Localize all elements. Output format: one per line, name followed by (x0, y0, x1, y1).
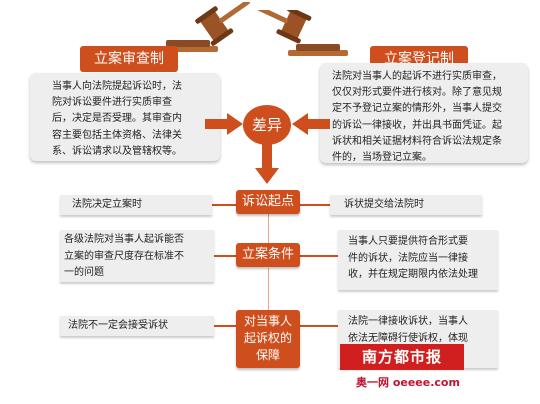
left-panel-line: 当事人向法院提起诉讼时，法 (52, 81, 182, 92)
difference-label: 差异 (251, 116, 282, 134)
row1-right-text: 诉状提交给法院时 (344, 199, 424, 210)
left-header: 立案审查制 (80, 46, 178, 72)
center-connector (268, 268, 269, 310)
left-panel-line: 后，决定是否受理。其审查内 (52, 113, 182, 125)
site-watermark: 奥一网 oeeee.com (356, 376, 460, 389)
right-panel-line: 定不予登记立案的情形外，当事人提交 (332, 103, 502, 115)
row3-label-line: 保障 (255, 348, 280, 362)
right-panel-line: 法院对当事人的起诉不进行实质审查， (332, 71, 502, 82)
arrow-left-icon (292, 113, 330, 135)
row2-left: 各级法院对当事人起诉能否 立案的审查尺度存在标准不 一的问题 (60, 230, 214, 282)
row3-left-text: 法院不一定会接受诉状 (68, 320, 168, 331)
row2-left-line: 立案的审查尺度存在标准不 (64, 250, 184, 262)
row1-right: 诉状提交给法院时 (330, 195, 482, 215)
row2-label: 立案条件 (236, 243, 300, 267)
row2-right: 当事人只要提供符合形式要 件的诉状，法院应当一律接 收，并在规定期限内依法处理 (338, 230, 498, 290)
row3-label: 对当事人 起诉权的 保障 (236, 310, 300, 368)
right-panel-line: 诉状和相关证据材料符合诉讼法规定条 (332, 135, 502, 147)
center-connector (268, 213, 269, 243)
right-panel-line: 的诉讼一律接收，并出具书面凭证。起 (332, 119, 502, 131)
row3-right-line: 依法无障碍行使诉权，体现 (348, 332, 468, 344)
right-panel-line: 件的，当场登记立案。 (332, 152, 432, 164)
gavel-icon-right (258, 10, 348, 56)
row3-left: 法院不一定会接受诉状 (60, 316, 214, 336)
right-panel-line: 仅仅对形式要件进行核对。除了意见规 (332, 87, 502, 99)
row2-left-line: 各级法院对当事人起诉能否 (64, 234, 184, 245)
arrow-down-icon (255, 144, 279, 184)
row3-label-line: 起诉权的 (243, 331, 292, 345)
row2-right-line: 件的诉状，法院应当一律接 (348, 252, 468, 264)
left-panel-line: 容主要包括主体资格、法律关 (52, 129, 182, 141)
row1-left: 法院决定立案时 (60, 195, 212, 215)
row2-right-line: 收，并在规定期限内依法处理 (348, 269, 478, 280)
right-panel: 法院对当事人的起诉不进行实质审查， 仅仅对形式要件进行核对。除了意见规 定不予登… (320, 63, 528, 163)
arrow-right-icon (205, 113, 243, 135)
difference-circle (243, 105, 291, 145)
left-panel-line: 院对诉讼要件进行实质审查 (52, 97, 172, 109)
brand-logo: 南方都市报 (340, 344, 464, 370)
row3-label-line: 对当事人 (243, 314, 292, 328)
row2-left-line: 一的问题 (64, 267, 104, 278)
row1-label: 诉讼起点 (236, 190, 300, 214)
row1-left-text: 法院决定立案时 (72, 199, 142, 210)
left-panel-line: 系、诉讼请求以及管辖权等。 (52, 145, 182, 157)
row3-right-line: 法院一律接收诉状，当事人 (348, 316, 468, 327)
left-panel: 当事人向法院提起诉讼时，法 院对诉讼要件进行实质审查 后，决定是否受理。其审查内… (30, 73, 220, 161)
row2-right-line: 当事人只要提供符合形式要 (348, 236, 468, 247)
